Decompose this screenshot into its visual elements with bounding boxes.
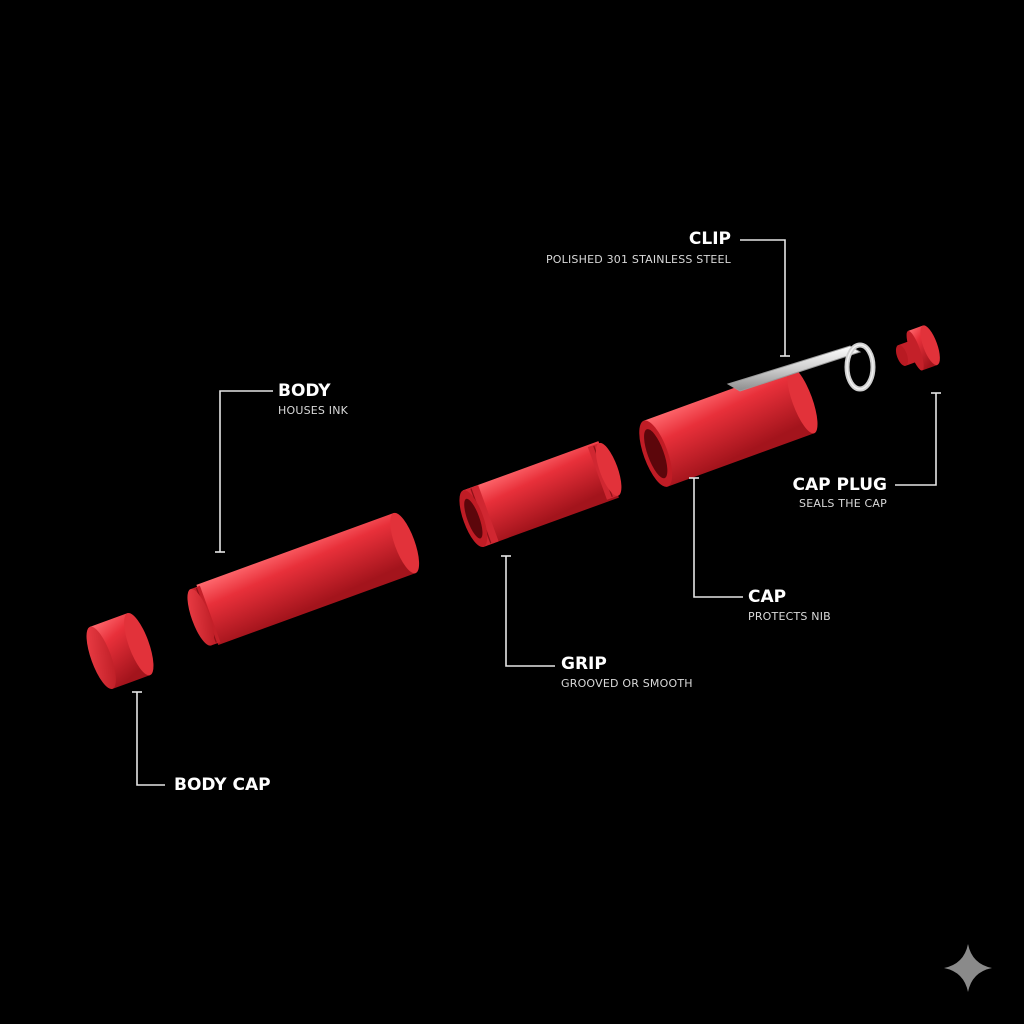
body-title: BODY xyxy=(278,381,331,401)
cap-title: CAP xyxy=(748,587,786,607)
cap-subtitle: PROTECTS NIB xyxy=(748,610,831,623)
body-cap-title: BODY CAP xyxy=(174,775,271,795)
body-leader-line xyxy=(219,390,273,552)
body-part xyxy=(187,512,420,646)
clip-subtitle: POLISHED 301 STAINLESS STEEL xyxy=(546,253,732,266)
clip-title: CLIP xyxy=(689,229,731,249)
cap-plug-leader-line xyxy=(895,393,937,486)
cap-part xyxy=(639,367,818,487)
cap-plug-part xyxy=(895,325,940,371)
grip-subtitle: GROOVED OR SMOOTH xyxy=(561,677,693,690)
cap-plug-subtitle: SEALS THE CAP xyxy=(799,497,887,510)
body-subtitle: HOUSES INK xyxy=(278,404,349,417)
body-cap-part xyxy=(86,612,154,690)
grip-title: GRIP xyxy=(561,654,607,674)
clip-leader-line xyxy=(740,239,786,356)
cap-leader-line xyxy=(693,478,743,598)
cap-plug-title: CAP PLUG xyxy=(793,475,887,495)
body-cap-leader-line xyxy=(136,692,165,786)
grip-leader-line xyxy=(505,556,555,667)
clip-part xyxy=(726,342,876,392)
sparkle-icon xyxy=(944,944,992,992)
grip-part xyxy=(459,441,622,548)
